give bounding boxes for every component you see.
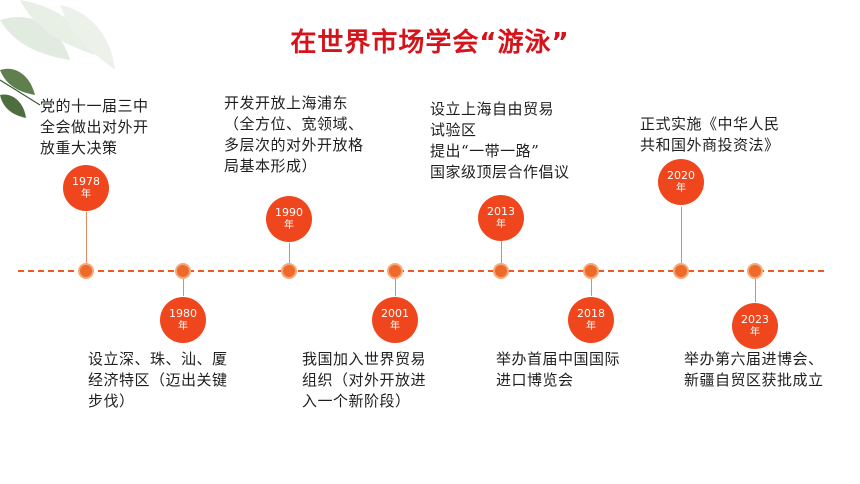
year-badge-1978: 1978 年 xyxy=(63,165,109,211)
year-badge-2020: 2020 年 xyxy=(658,159,704,205)
timeline-node xyxy=(175,263,191,279)
timeline-node xyxy=(281,263,297,279)
event-description: 正式实施《中华人民 共和国外商投资法》 xyxy=(640,115,780,154)
timeline-node xyxy=(583,263,599,279)
year-label: 1980 xyxy=(169,307,197,320)
connector-line xyxy=(395,274,396,296)
timeline-node xyxy=(387,263,403,279)
connector-line xyxy=(289,243,290,268)
event-description: 设立深、珠、汕、厦 经济特区（迈出关键 步伐） xyxy=(88,350,228,410)
timeline-node xyxy=(493,263,509,279)
year-label: 2020 xyxy=(667,169,695,182)
year-unit: 年 xyxy=(178,321,188,332)
connector-line xyxy=(183,274,184,296)
year-label: 2013 xyxy=(487,205,515,218)
event-description: 举办首届中国国际 进口博览会 xyxy=(496,350,621,389)
year-unit: 年 xyxy=(284,220,294,231)
connector-line xyxy=(681,207,682,268)
year-badge-2013: 2013 年 xyxy=(478,195,524,241)
timeline-node xyxy=(78,263,94,279)
event-description: 举办第六届进博会、 新疆自贸区获批成立 xyxy=(684,350,824,389)
year-badge-2001: 2001 年 xyxy=(372,297,418,343)
year-label: 2001 xyxy=(381,307,409,320)
event-description: 开发开放上海浦东 （全方位、宽领域、 多层次的对外开放格 局基本形成） xyxy=(224,94,364,175)
timeline-node xyxy=(673,263,689,279)
year-label: 1990 xyxy=(275,206,303,219)
timeline-axis xyxy=(18,270,824,272)
connector-line xyxy=(755,274,756,302)
year-badge-2023: 2023 年 xyxy=(732,303,778,349)
year-badge-2018: 2018 年 xyxy=(568,297,614,343)
connector-line xyxy=(86,212,87,268)
connector-line xyxy=(501,236,502,268)
event-description: 我国加入世界贸易 组织（对外开放进 入一个新阶段） xyxy=(302,350,427,410)
timeline-node xyxy=(747,263,763,279)
year-label: 2023 xyxy=(741,313,769,326)
connector-line xyxy=(591,274,592,296)
leaf-decoration xyxy=(0,0,115,118)
year-label: 2018 xyxy=(577,307,605,320)
year-unit: 年 xyxy=(750,327,760,338)
page-title: 在世界市场学会“游泳” xyxy=(290,28,570,58)
year-unit: 年 xyxy=(586,321,596,332)
year-label: 1978 xyxy=(72,175,100,188)
year-badge-1980: 1980 年 xyxy=(160,297,206,343)
year-unit: 年 xyxy=(496,219,506,230)
year-unit: 年 xyxy=(81,189,91,200)
year-badge-1990: 1990 年 xyxy=(266,196,312,242)
event-description: 党的十一届三中 全会做出对外开 放重大决策 xyxy=(40,97,149,157)
event-description: 设立上海自由贸易 试验区 提出“一带一路” 国家级顶层合作倡议 xyxy=(430,100,570,181)
year-unit: 年 xyxy=(676,183,686,194)
year-unit: 年 xyxy=(390,321,400,332)
